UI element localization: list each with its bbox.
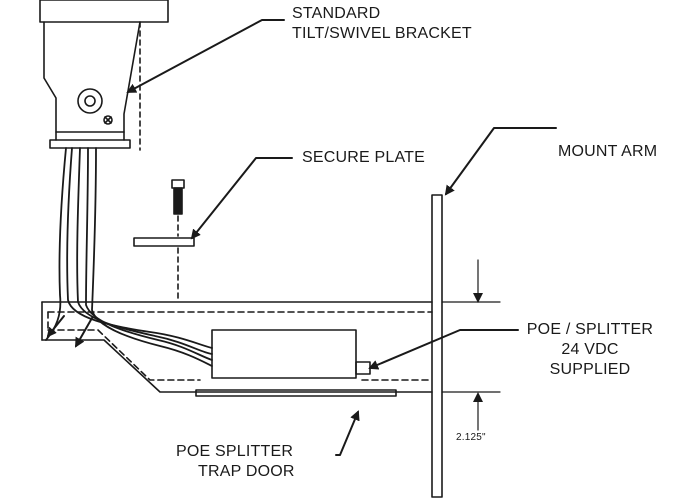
cable-arrows [46,315,93,348]
bracket-leader [126,19,285,93]
bracket-label-line1: STANDARD [292,5,381,22]
poe-splitter-label-line1: POE / SPLITTER [526,321,654,338]
poe-splitter-label-line3: SUPPLIED [549,361,631,378]
mount-arm-leader [444,127,557,196]
secure-plate-label: SECURE PLATE [302,149,426,166]
trap-door-leader [335,410,360,456]
poe-leader [368,329,519,370]
poe-splitter-label-line2: 24 VDC [561,341,619,358]
trap-door [195,389,397,397]
mount-arm [431,194,443,498]
dimension-marks [441,259,501,431]
secure-plate [133,179,195,303]
cable-bundle [45,147,213,367]
poe-splitter [211,329,371,379]
trap-door-label-line1: POE SPLITTER [176,443,294,460]
bracket-label-line2: TILT/SWIVEL BRACKET [292,25,472,42]
dimension-label: 2.125" [456,432,486,443]
leader-lines [126,19,557,456]
trap-door-label-line2: TRAP DOOR [198,463,295,480]
tilt-swivel-bracket [39,0,169,151]
mount-arm-label: MOUNT ARM [558,143,658,160]
secure-plate-leader [190,157,293,240]
mount-housing [41,301,433,393]
